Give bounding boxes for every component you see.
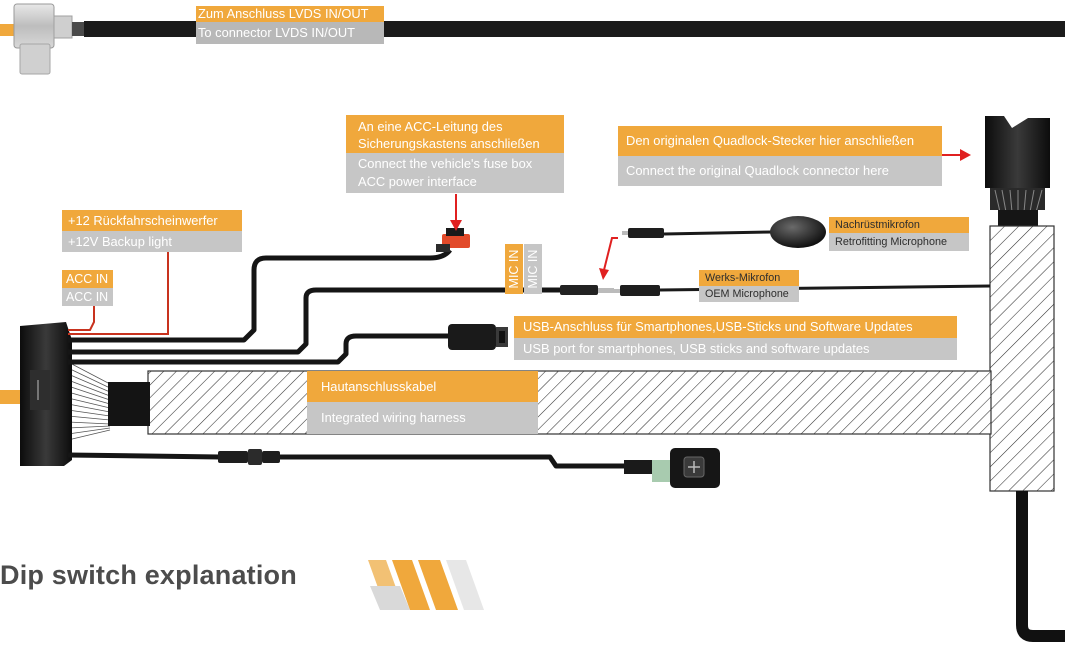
acc-fuse-label-de: An eine ACC-Leitung des Sicherungskasten… xyxy=(346,115,564,153)
retro-mic-label-de: Nachrüstmikrofon xyxy=(829,217,969,233)
oem-mic-label-de: Werks-Mikrofon xyxy=(699,270,799,286)
usb-label-de: USB-Anschluss für Smartphones,USB-Sticks… xyxy=(514,316,957,338)
inline-connector xyxy=(218,449,280,465)
mic-in-label-2: MIC IN xyxy=(524,244,542,294)
mic-in-labels: MIC IN MIC IN xyxy=(505,244,543,294)
bottom-cable xyxy=(1016,491,1065,642)
horizontal-harness xyxy=(147,370,992,435)
dip-switch-heading: Dip switch explanation xyxy=(0,560,297,590)
heading-stripes xyxy=(0,560,484,610)
oem-mic-label-en: OEM Microphone xyxy=(699,286,799,302)
oem-mic-jack xyxy=(612,284,991,296)
retro-mic-label-en: Retrofitting Microphone xyxy=(829,233,969,251)
acc-in-wire xyxy=(68,305,95,331)
arrow-quadlock xyxy=(942,149,971,161)
dip-switch-cable-2 xyxy=(278,454,630,469)
acc-in-label-2: ACC IN xyxy=(62,288,113,306)
lvds-connector xyxy=(0,3,1065,75)
lvds-label-de: Zum Anschluss LVDS IN/OUT xyxy=(196,6,384,22)
fuse-tap xyxy=(436,228,470,252)
mic-splitter xyxy=(560,285,620,295)
harness-label-de: Hautanschlusskabel xyxy=(307,371,538,402)
harness-sleeve xyxy=(108,382,150,426)
acc-fuse-cable xyxy=(68,248,452,343)
dip-switch-cable xyxy=(67,452,221,460)
arrow-mic-split xyxy=(599,237,618,280)
mic-in-label-1: MIC IN xyxy=(505,244,523,294)
backup-light-wire xyxy=(68,252,169,335)
dip-switch-box xyxy=(624,448,720,488)
acc-in-label-1: ACC IN xyxy=(62,270,113,288)
lvds-label-en: To connector LVDS IN/OUT xyxy=(196,22,384,44)
vertical-harness xyxy=(989,225,1055,492)
mic-cable xyxy=(68,287,575,355)
acc-fuse-label-en: Connect the vehicle's fuse box ACC power… xyxy=(346,153,564,193)
usb-plug xyxy=(448,324,508,350)
retrofit-mic xyxy=(622,216,826,248)
backup-light-label-de: +12 Rückfahrscheinwerfer xyxy=(62,210,242,231)
main-connector xyxy=(0,322,72,466)
quadlock-label-en: Connect the original Quadlock connector … xyxy=(618,156,942,186)
usb-label-en: USB port for smartphones, USB sticks and… xyxy=(514,338,957,360)
usb-cable xyxy=(68,333,450,365)
harness-fan-wires xyxy=(67,361,111,441)
arrow-fuse xyxy=(450,194,462,231)
quadlock-label-de: Den originalen Quadlock-Stecker hier ans… xyxy=(618,126,942,156)
backup-light-label-en: +12V Backup light xyxy=(62,231,242,252)
harness-label-en: Integrated wiring harness xyxy=(307,402,538,434)
quadlock-connector xyxy=(985,116,1050,226)
